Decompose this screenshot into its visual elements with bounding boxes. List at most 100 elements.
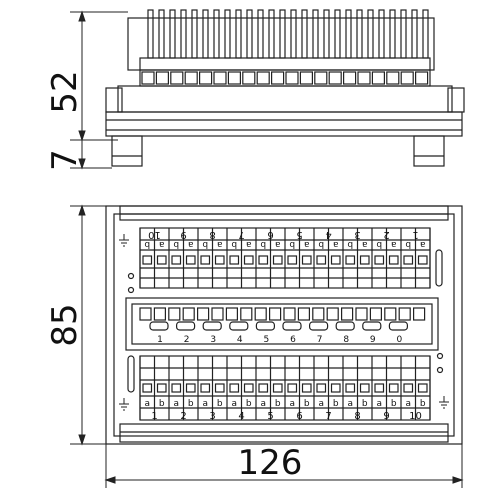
strip-slot — [225, 307, 238, 321]
terminal-number: 7 — [238, 229, 244, 240]
terminal-letter: a — [260, 399, 266, 409]
strip-number: 1 — [157, 335, 163, 345]
rib — [301, 9, 308, 59]
side-terminal — [343, 71, 357, 85]
side-terminal — [285, 71, 299, 85]
terminal-letter: b — [173, 239, 179, 249]
side-terminal — [299, 71, 313, 85]
terminal-letter: a — [304, 239, 310, 249]
terminal-screw — [185, 383, 196, 393]
terminal-screw — [156, 255, 167, 265]
ground-icon — [119, 234, 129, 247]
side-terminal — [271, 71, 285, 85]
rib — [279, 9, 286, 59]
terminal-letter: a — [246, 239, 252, 249]
dim-height-upper — [70, 10, 128, 142]
strip-slot — [153, 307, 166, 321]
side-terminal — [415, 71, 429, 85]
top-rail — [119, 205, 449, 221]
terminal-letter: a — [275, 239, 281, 249]
terminal-letter: b — [217, 399, 223, 409]
side-terminal — [371, 71, 385, 85]
terminal-screw — [258, 383, 269, 393]
dim-label-52: 52 — [45, 70, 85, 113]
terminal-number: 5 — [267, 411, 273, 422]
strip-contact — [229, 321, 249, 331]
side-terminal — [155, 71, 169, 85]
terminal-letter: b — [231, 239, 237, 249]
rib — [290, 9, 297, 59]
strip-number: 7 — [317, 335, 323, 345]
strip-slot — [139, 307, 152, 321]
terminal-screw — [229, 255, 240, 265]
terminal-letter: a — [391, 239, 397, 249]
dim-width — [104, 444, 464, 488]
side-terminal — [242, 71, 256, 85]
bottom-rail — [119, 423, 449, 443]
terminal-screw — [287, 383, 298, 393]
terminal-letter: b — [202, 239, 208, 249]
rib — [224, 9, 231, 59]
center-strip — [125, 297, 439, 351]
terminal-letter: b — [275, 399, 281, 409]
terminal-letter: a — [333, 239, 339, 249]
terminal-screw — [272, 383, 283, 393]
strip-contact — [282, 321, 302, 331]
terminal-letter: b — [159, 399, 165, 409]
terminal-number: 3 — [354, 229, 360, 240]
terminal-screw — [374, 255, 385, 265]
terminal-letter: a — [376, 399, 382, 409]
terminal-letter: b — [347, 239, 353, 249]
strip-slot — [182, 307, 195, 321]
terminal-number: 6 — [296, 411, 302, 422]
terminal-letter: a — [289, 399, 295, 409]
terminal-screw — [214, 255, 225, 265]
rib — [235, 9, 242, 59]
terminal-screw — [214, 383, 225, 393]
side-terminal — [386, 71, 400, 85]
terminal-number: 4 — [325, 229, 331, 240]
rib — [246, 9, 253, 59]
rib — [169, 9, 176, 59]
strip-slot — [269, 307, 282, 321]
rib — [389, 9, 396, 59]
strip-slot — [211, 307, 224, 321]
terminal-letter: a — [202, 399, 208, 409]
strip-slot — [384, 307, 397, 321]
upper-terminal-block — [139, 227, 431, 289]
side-housing — [117, 85, 453, 113]
terminal-letter: b — [246, 399, 252, 409]
terminal-letter: a — [231, 399, 237, 409]
terminal-number: 6 — [267, 229, 273, 240]
strip-slot — [398, 307, 411, 321]
side-terminal — [400, 71, 414, 85]
terminal-screw — [316, 255, 327, 265]
terminal-screw — [200, 383, 211, 393]
rib — [345, 9, 352, 59]
side-terminal — [314, 71, 328, 85]
strip-number: 9 — [370, 335, 376, 345]
terminal-number: 2 — [180, 411, 186, 422]
side-right-ear — [447, 87, 465, 113]
terminal-screw — [229, 383, 240, 393]
right-slot — [435, 249, 443, 287]
terminal-letter: a — [159, 239, 165, 249]
terminal-letter: b — [144, 239, 150, 249]
strip-slot — [240, 307, 253, 321]
terminal-screw — [301, 383, 312, 393]
strip-slot — [355, 307, 368, 321]
terminal-screw — [258, 255, 269, 265]
terminal-number: 7 — [325, 411, 331, 422]
side-right-foot — [413, 135, 445, 167]
terminal-screw — [243, 255, 254, 265]
rib — [334, 9, 341, 59]
ribbed-connector — [127, 9, 435, 71]
rib — [411, 9, 418, 59]
terminal-letter: a — [347, 399, 353, 409]
terminal-screw — [185, 255, 196, 265]
terminal-screw — [345, 383, 356, 393]
side-left-ear — [105, 87, 123, 113]
terminal-screw — [243, 383, 254, 393]
strip-slot — [413, 307, 426, 321]
